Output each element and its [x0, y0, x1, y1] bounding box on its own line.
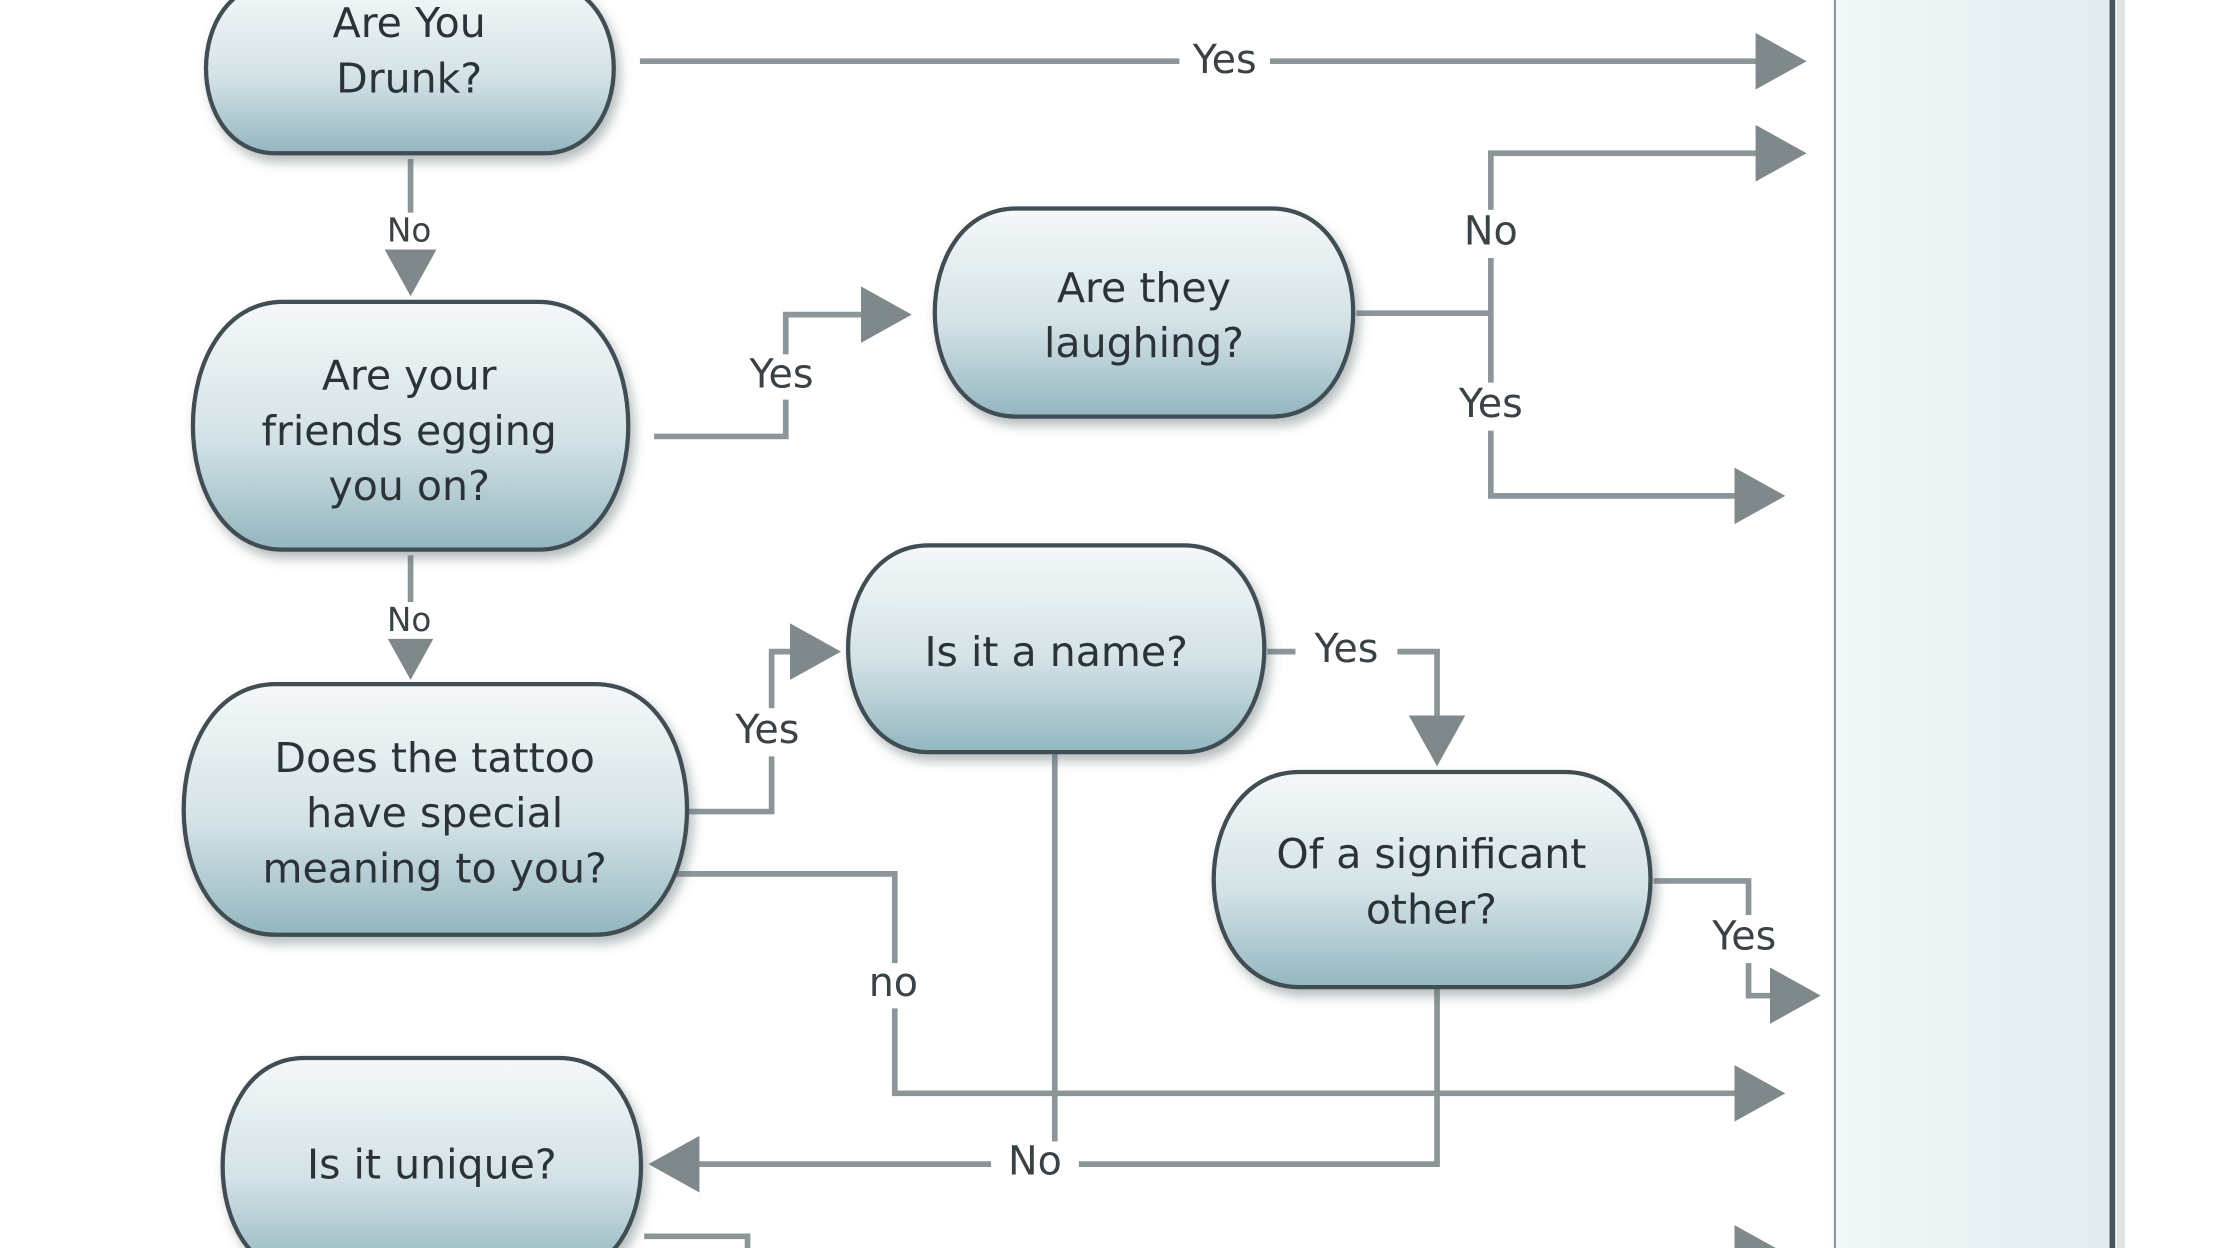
- node-text-line: other?: [1366, 885, 1497, 933]
- node-text-line: you on?: [328, 462, 489, 510]
- svg-text:you on?: you on?: [328, 462, 489, 510]
- svg-text:other?: other?: [1366, 885, 1497, 933]
- svg-text:Are your: Are your: [322, 352, 497, 400]
- edge-unique-out: [644, 1233, 751, 1248]
- label-significant-yes: Yes: [1711, 914, 1776, 960]
- edge-laughing-no: [1488, 124, 1807, 314]
- label-drunk-no: No: [387, 212, 431, 250]
- node-text-line: Of a significant: [1276, 830, 1586, 878]
- edge-laughing-yes: [1488, 313, 1786, 525]
- label-meaning-yes: Yes: [734, 707, 799, 753]
- label-name-yes: Yes: [1313, 626, 1378, 672]
- svg-text:Is it unique?: Is it unique?: [307, 1140, 557, 1188]
- label-laughing-no: No: [1464, 208, 1518, 254]
- node-text-line: laughing?: [1044, 319, 1244, 367]
- node-friends-egging: Are your friends egging you on?: [190, 299, 631, 552]
- label-laughing-yes: Yes: [1458, 381, 1523, 427]
- svg-text:Drunk?: Drunk?: [336, 54, 482, 102]
- node-special-meaning: Does the tattoo have special meaning to …: [181, 682, 689, 937]
- node-text-line: Are they: [1057, 264, 1231, 312]
- node-text-line: have special: [306, 789, 563, 837]
- label-meaning-no: no: [869, 960, 918, 1006]
- label-friends-no: No: [387, 601, 431, 639]
- node-significant-other: Of a significant other?: [1211, 769, 1653, 990]
- svg-text:Is it a name?: Is it a name?: [924, 628, 1187, 676]
- svg-text:meaning to you?: meaning to you?: [262, 844, 606, 892]
- node-text-line: Is it a name?: [924, 628, 1187, 676]
- node-are-they-laughing: Are they laughing?: [932, 206, 1356, 419]
- svg-text:Are they: Are they: [1057, 264, 1231, 312]
- label-drunk-yes: Yes: [1192, 37, 1257, 83]
- svg-text:Does the tattoo: Does the tattoo: [274, 734, 594, 782]
- node-is-it-a-name: Is it a name?: [846, 543, 1267, 755]
- svg-text:Of a significant: Of a significant: [1276, 830, 1586, 878]
- node-text-line: Are your: [322, 352, 497, 400]
- edge-significant-no: [648, 988, 1440, 1193]
- svg-text:Are You: Are You: [333, 0, 486, 47]
- svg-text:friends egging: friends egging: [262, 407, 557, 455]
- node-are-you-drunk: Are You Drunk?: [204, 0, 616, 156]
- edge-labels: Yes No Yes No Yes No Yes no Yes Yes No: [379, 37, 1790, 1187]
- label-significant-no: No: [1008, 1139, 1062, 1185]
- node-text-line: meaning to you?: [262, 844, 606, 892]
- node-text-line: Drunk?: [336, 54, 482, 102]
- svg-text:laughing?: laughing?: [1044, 319, 1244, 367]
- node-text-line: friends egging: [262, 407, 557, 455]
- node-text-line: Does the tattoo: [274, 734, 594, 782]
- node-text-line: Are You: [333, 0, 486, 47]
- label-friends-yes: Yes: [749, 351, 814, 397]
- svg-text:have special: have special: [306, 789, 563, 837]
- node-is-it-unique: Is it unique?: [220, 1055, 643, 1248]
- outcome-panel: [1833, 0, 2126, 1248]
- node-text-line: Is it unique?: [307, 1140, 557, 1188]
